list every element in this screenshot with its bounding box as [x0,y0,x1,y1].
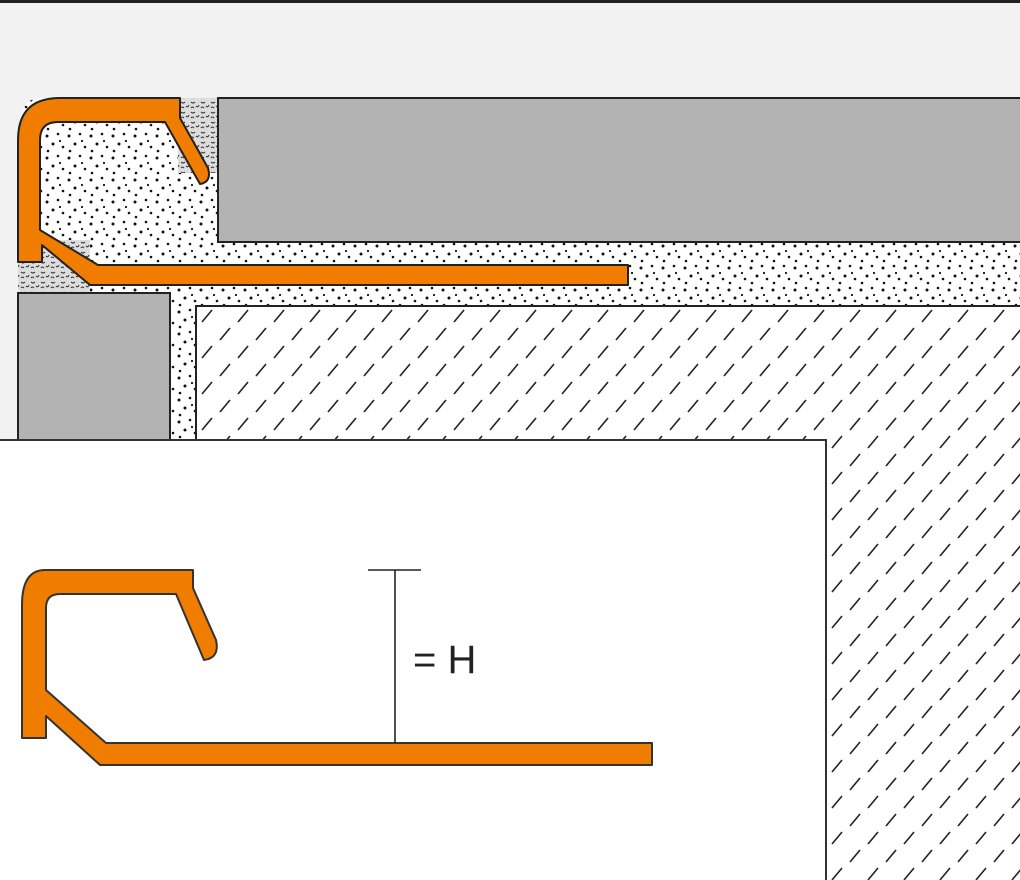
profile-detail-panel [0,439,827,880]
top-border [0,0,1020,3]
height-dimension-label: = H [413,638,477,682]
vertical-tile [17,292,171,444]
installed-profile [17,97,629,286]
horizontal-tile [217,97,1020,243]
profile-cross-section [21,569,653,766]
height-dimension-line [368,569,421,743]
